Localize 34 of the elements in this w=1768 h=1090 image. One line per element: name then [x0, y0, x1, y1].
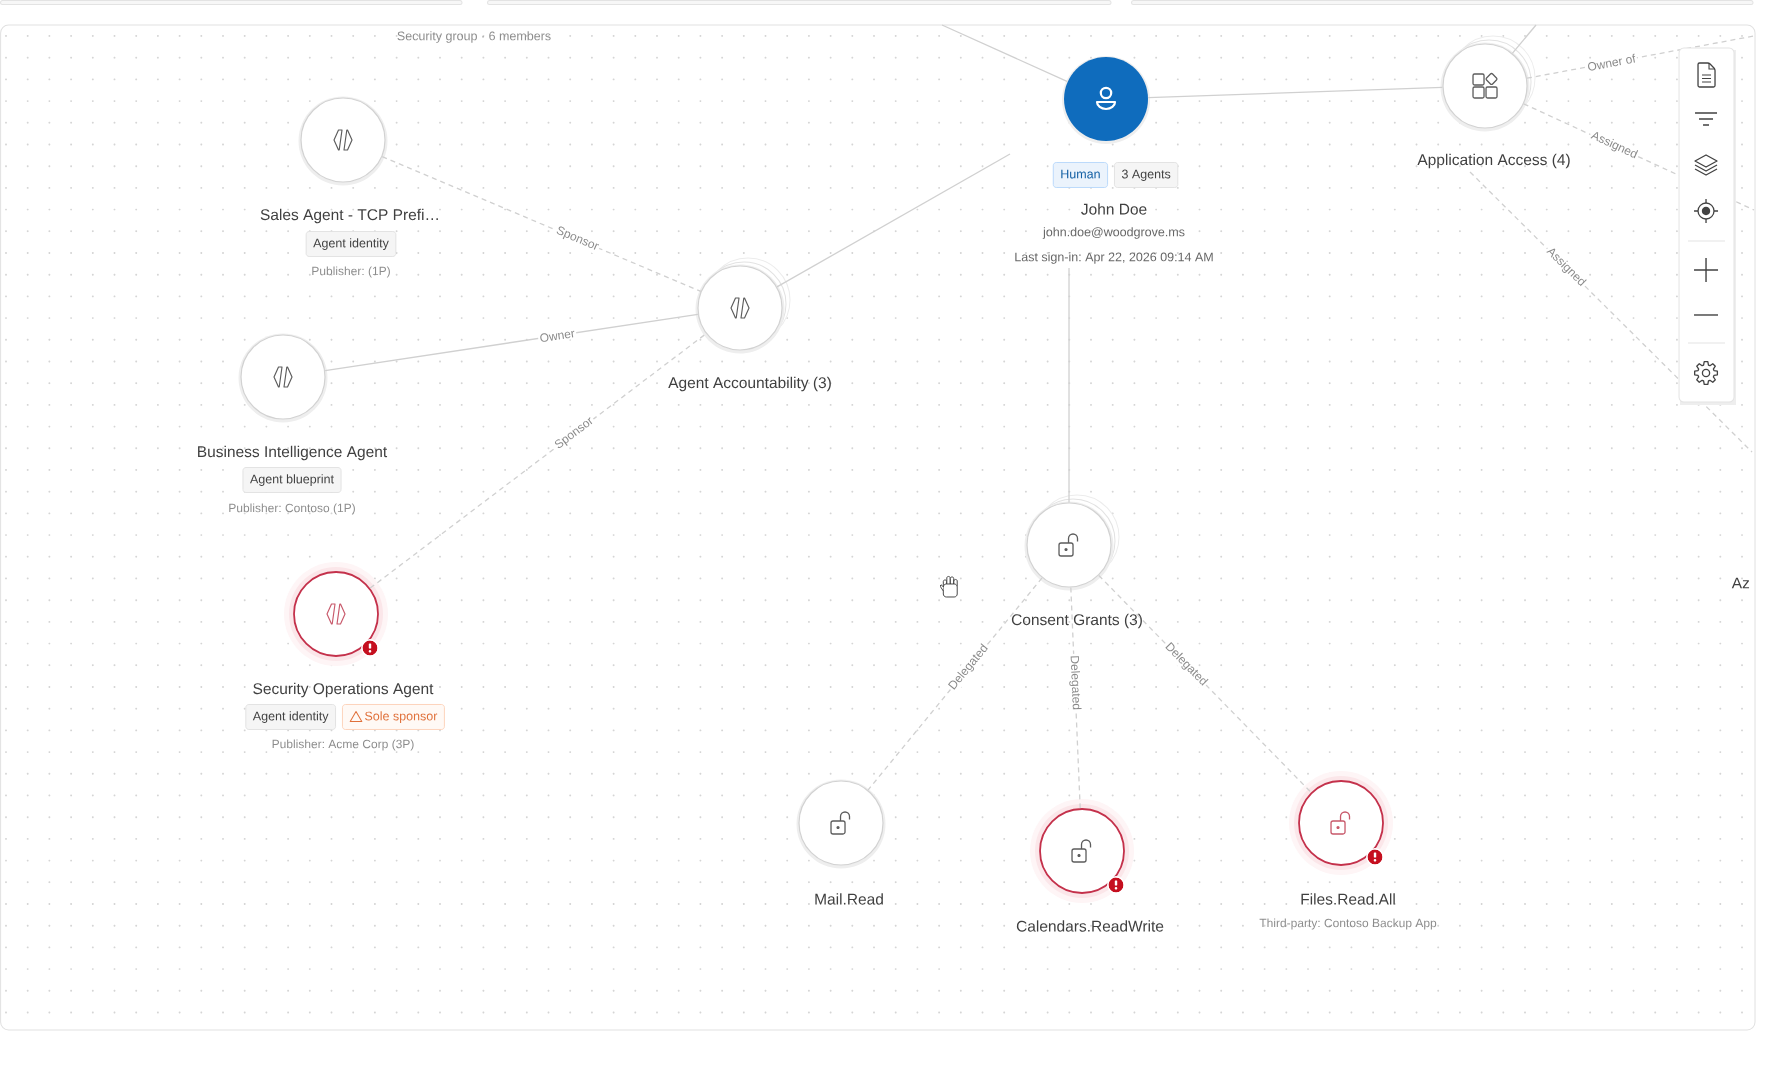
connector-line — [369, 333, 707, 589]
node-title: Files.Read.All — [1301, 893, 1395, 905]
tag: Agent blueprint — [242, 467, 342, 493]
node-subtitle: Third-party: Contoso Backup App — [1259, 918, 1437, 930]
node-title: Sales Agent - TCP Prefi… — [260, 208, 438, 224]
tag: 3 Agents — [1114, 162, 1179, 188]
node-title: Calendars.ReadWrite — [1016, 920, 1164, 932]
node-title: Consent Grants (3) — [1011, 613, 1142, 629]
tag: Agent identity — [245, 704, 336, 730]
connector-line — [1147, 86, 1444, 99]
node-subtitle: Security group · 6 members — [397, 31, 551, 43]
node-subtitle: Publisher: Contoso (1P) — [229, 503, 355, 515]
email-address: john.doe@woodgrove.ms — [1042, 227, 1185, 239]
node-subtitle: Publisher: (1P) — [312, 266, 390, 278]
tag: Agent identity — [305, 231, 397, 257]
connector-line — [381, 155, 702, 293]
node-title: Agent Accountability (3) — [668, 376, 831, 392]
tag: Human — [1052, 162, 1108, 188]
person-name: John Doe — [1081, 203, 1147, 215]
node-title: Security Operations Agent — [253, 682, 434, 698]
node-title: Business Intelligence Agent — [198, 445, 388, 461]
sign-in-text: Last sign-in: Apr 22, 2026 09:14 AM — [1015, 252, 1213, 264]
connector-line — [324, 313, 699, 372]
edge-label: Delegated — [1066, 653, 1084, 712]
edge-label: Owner — [537, 327, 578, 345]
node-subtitle: Publisher: Acme Corp (3P) — [272, 739, 414, 751]
edge-label: Owner of — [1584, 51, 1638, 73]
connector-line — [941, 24, 1069, 83]
connector-line — [1511, 24, 1537, 54]
node-title: Mail.Read — [815, 893, 883, 905]
node-title: Az — [1731, 577, 1750, 589]
warning-tag: Sole sponsor — [342, 704, 445, 730]
node-title: Application Access (4) — [1417, 153, 1570, 169]
connector-line — [776, 153, 1011, 288]
